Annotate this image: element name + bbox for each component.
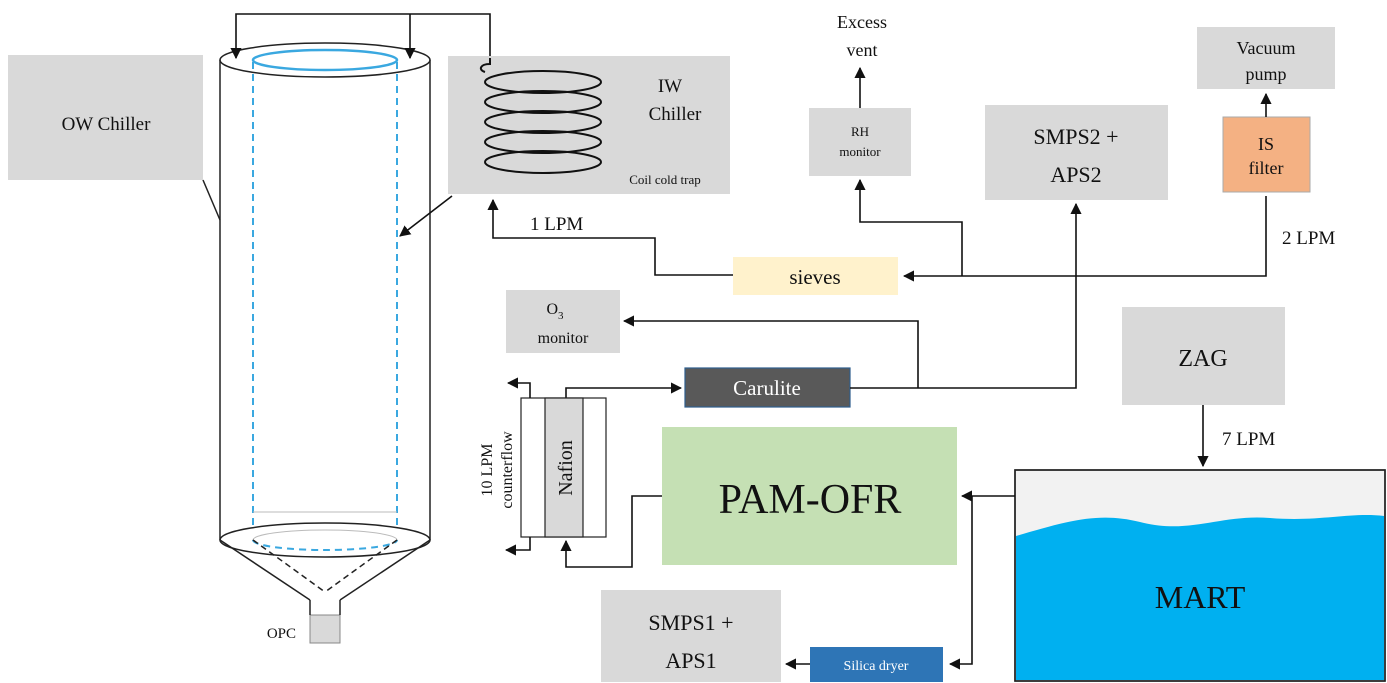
carulite-label: Carulite (733, 376, 801, 400)
excess-vent-label-2: vent (847, 40, 878, 60)
smps1-box (601, 590, 781, 682)
rh-monitor-box (809, 108, 911, 176)
flow-7lpm-label: 7 LPM (1222, 429, 1275, 450)
iw-chiller-label-2: Chiller (649, 104, 702, 125)
opc-box (309, 614, 341, 644)
vacuum-pump-label-2: pump (1245, 64, 1286, 84)
smps1-label-1: SMPS1 + (648, 610, 733, 635)
sieves-to-rh-line (854, 178, 963, 276)
is-filter-box (1222, 116, 1311, 193)
mart-to-dryer-line (948, 496, 973, 670)
pam-ofr-box (662, 427, 957, 565)
smps1-label-2: APS1 (665, 648, 716, 673)
counterflow-out-arrow (506, 377, 531, 398)
chamber: OPC (219, 42, 431, 644)
smps2-box (985, 105, 1168, 200)
counterflow-in-arrow (504, 537, 531, 556)
carulite-to-smps2-line (850, 202, 1082, 389)
nafion-inner (544, 397, 584, 538)
o3-subscript: 3 (558, 310, 564, 322)
carulite-box (684, 367, 851, 408)
pam-ofr-label: PAM-OFR (719, 477, 902, 523)
nafion-to-carulite-line (565, 382, 683, 398)
funnel-right (339, 539, 431, 601)
mart-water (1016, 515, 1384, 680)
is-filter-label-1: IS (1258, 134, 1274, 154)
o3-monitor-label-2: monitor (538, 330, 589, 347)
flow-2lpm-label: 2 LPM (1282, 228, 1335, 249)
zag-label: ZAG (1178, 346, 1227, 372)
rh-monitor-label-2: monitor (839, 144, 881, 159)
top-loop-line (230, 13, 491, 60)
iw-chiller-box (448, 56, 730, 194)
outer-bottom-ellipse (219, 522, 431, 558)
funnel-dashed-left (252, 539, 326, 593)
pam-to-nafion-line (560, 495, 662, 568)
o3-monitor-box (506, 290, 620, 353)
coil-cold-trap-label: Coil cold trap (629, 172, 701, 187)
vacuum-pump-label-1: Vacuum (1237, 38, 1296, 58)
ow-chiller-box (8, 55, 203, 180)
smps2-label-1: SMPS2 + (1033, 124, 1118, 149)
inner-top-ellipse (251, 48, 399, 72)
zag-box (1122, 307, 1285, 405)
counterflow-label-1: 10 LPM (479, 444, 496, 497)
ow-chiller-label: OW Chiller (62, 114, 152, 135)
flow-1lpm-line (487, 198, 733, 276)
iw-chiller-label-1: IW (658, 76, 682, 97)
mart-label: MART (1155, 579, 1246, 615)
opc-label: OPC (267, 626, 296, 642)
coil-to-chamber-arrow (399, 195, 453, 237)
coil-icon (479, 58, 602, 174)
vacuum-pump-box (1197, 27, 1335, 89)
inner-bottom-ellipse (252, 539, 398, 551)
mart-tank: MART (1014, 469, 1386, 682)
vacuum-to-sieves-line (902, 196, 1267, 282)
ow-chiller-connector (202, 179, 221, 221)
to-o3-monitor-line (622, 315, 919, 388)
silica-dryer-box (810, 647, 943, 682)
flow-1lpm-label: 1 LPM (530, 214, 583, 235)
outer-top-ellipse (219, 42, 431, 78)
sieves-box (733, 257, 898, 295)
nafion-label: Nafion (555, 440, 577, 496)
is-filter-label-2: filter (1249, 158, 1284, 178)
rh-monitor-label-1: RH (851, 124, 869, 139)
funnel-left (219, 539, 311, 601)
sieves-label: sieves (789, 265, 840, 289)
smps2-label-2: APS2 (1050, 162, 1101, 187)
svg-text:O3: O3 (546, 301, 564, 322)
counterflow-label-2: counterflow (499, 431, 516, 509)
o3-monitor-label-1: O (546, 301, 558, 318)
excess-vent-label-1: Excess (837, 12, 887, 32)
funnel-dashed-right (324, 539, 398, 593)
silica-dryer-label: Silica dryer (844, 659, 909, 674)
